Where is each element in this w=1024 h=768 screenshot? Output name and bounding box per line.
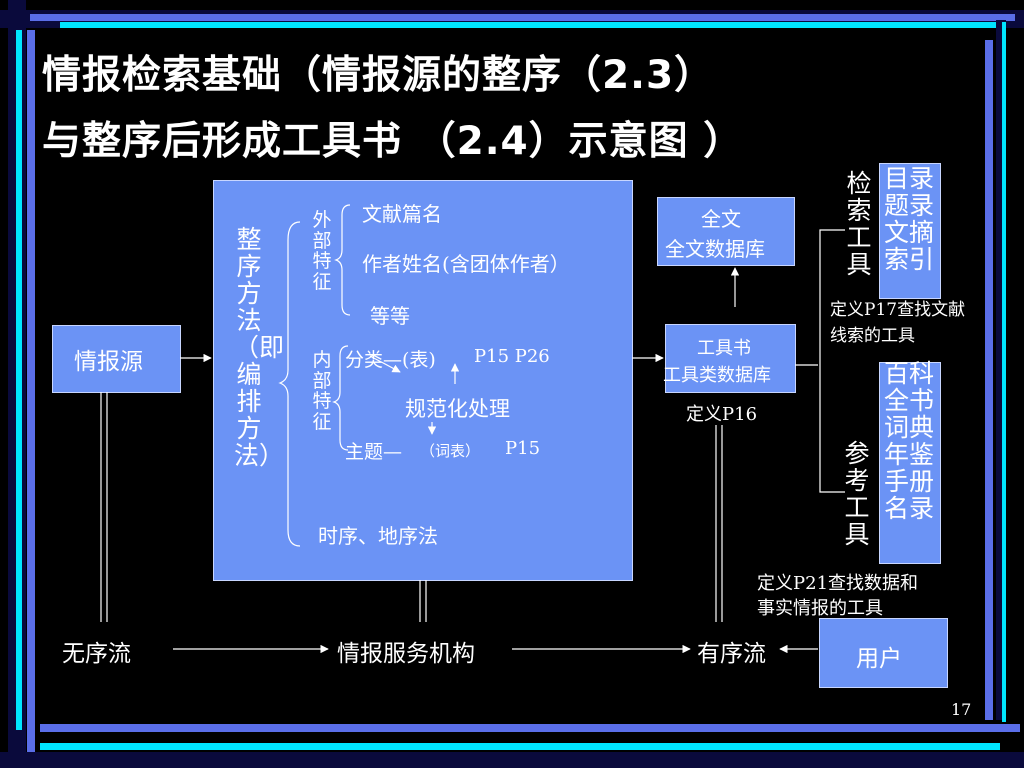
- retrieval-tools-label: 检索工具: [846, 169, 872, 279]
- right-bar-cyan: [1002, 22, 1006, 722]
- slide-title-line1: 情报检索基础（情报源的整序（2.3）: [42, 53, 715, 98]
- reference-definition-line2: 事实情报的工具: [757, 598, 883, 619]
- source-label: 情报源: [74, 349, 143, 375]
- source-box: [52, 325, 181, 393]
- external-item-3: 等等: [370, 304, 410, 328]
- classification-label: 分类—(表): [345, 349, 436, 371]
- classification-pages: P15 P26: [474, 346, 550, 367]
- internal-feature-label: 内部特征: [312, 349, 332, 433]
- unordered-flow-label: 无序流: [62, 641, 131, 667]
- subject-page: P15: [505, 438, 541, 459]
- right-bar: [985, 40, 993, 720]
- external-feature-label: 外部特征: [312, 209, 332, 293]
- reference-items-box: [879, 362, 941, 564]
- fulltext-line1: 全文: [701, 207, 741, 231]
- slide-title-line2: 与整序后形成工具书 （2.4）示意图 ）: [42, 119, 744, 164]
- method-label: 整序方法（即编排方法）: [234, 225, 285, 470]
- retrieval-definition: 定义P17查找文献线索的工具: [830, 300, 966, 347]
- toolbook-line2: 工具类数据库: [663, 365, 771, 386]
- left-bar: [27, 30, 35, 758]
- service-label: 情报服务机构: [337, 641, 475, 667]
- subject-label: 主题—: [345, 441, 403, 463]
- left-bar-cyan: [16, 30, 22, 730]
- fulltext-box: [657, 197, 795, 266]
- toolbook-box: [665, 324, 796, 393]
- bottom-bar-cyan: [40, 743, 1000, 750]
- reference-items: 百科全书词典年鉴手册名录: [883, 359, 934, 523]
- external-item-1: 文献篇名: [362, 202, 442, 226]
- toolbook-line1: 工具书: [697, 338, 751, 359]
- reference-tools-label: 参考工具: [844, 439, 870, 549]
- toolbook-definition: 定义P16: [686, 404, 758, 425]
- retrieval-items: 目录题录文摘索引: [883, 164, 934, 274]
- top-bar: [30, 14, 1015, 21]
- normalize-label: 规范化处理: [405, 397, 510, 421]
- external-item-2: 作者姓名(含团体作者）: [362, 252, 570, 276]
- retrieval-items-box: [879, 163, 941, 299]
- time-place-label: 时序、地序法: [318, 524, 438, 548]
- subject-note: （词表）: [420, 442, 481, 460]
- organize-box: [213, 180, 633, 581]
- page-number: 17: [951, 700, 972, 719]
- right-bar-dark: [996, 20, 1006, 720]
- fulltext-line2: 全文数据库: [665, 237, 765, 261]
- user-box: [819, 618, 948, 688]
- bottom-bar-dark: [0, 752, 1024, 768]
- reference-definition-line1: 定义P21查找数据和: [757, 573, 919, 594]
- ordered-flow-label: 有序流: [697, 641, 766, 667]
- bottom-bar: [40, 724, 1020, 732]
- user-label: 用户: [856, 646, 902, 672]
- top-bar-cyan: [60, 22, 1000, 28]
